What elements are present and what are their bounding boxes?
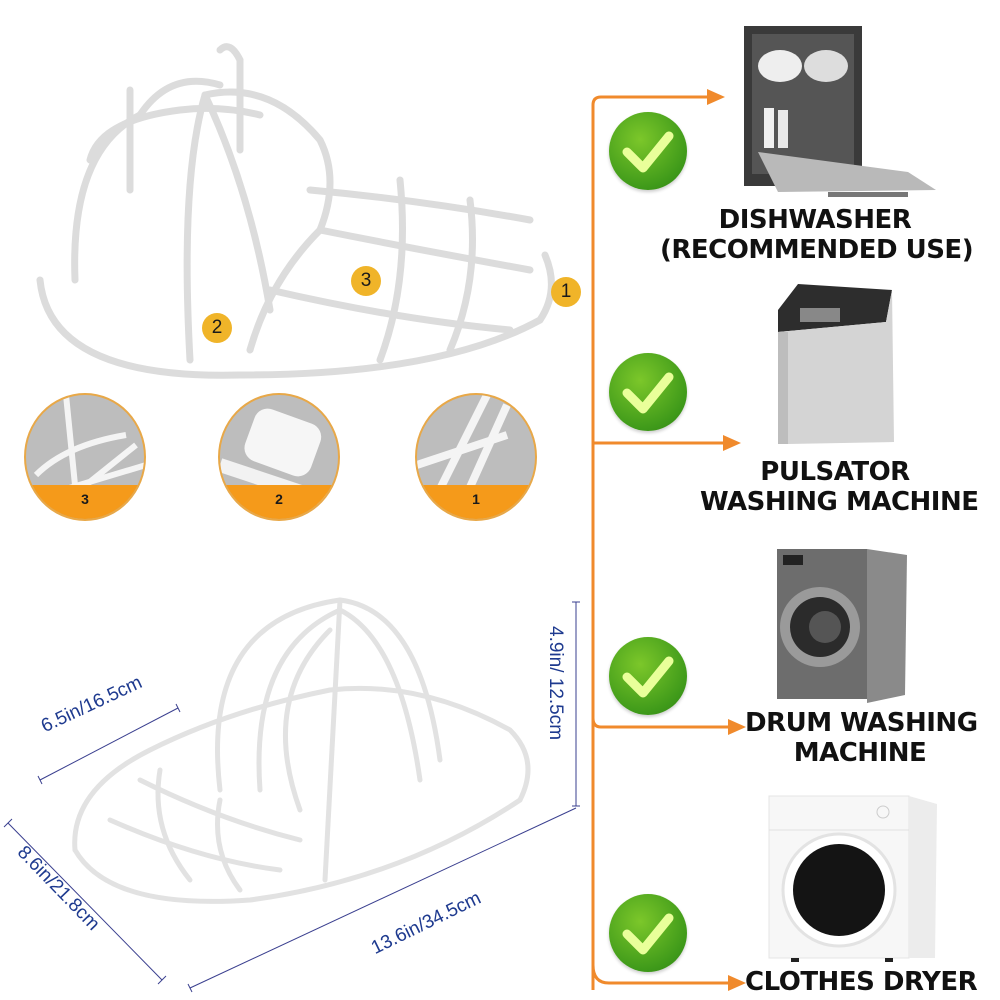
clothes-dryer-icon [768, 795, 937, 962]
front-load-washer-icon [777, 549, 907, 703]
top-load-washer-icon [778, 284, 894, 444]
label-line: DRUM WASHING [745, 708, 978, 738]
detail-view-3: 3 [24, 393, 146, 521]
detail-view-2: 2 [218, 393, 340, 521]
cap-cage-dimension-illustration [3, 597, 580, 993]
callout-badge-2: 2 [202, 313, 232, 343]
pulsator-washer-label: PULSATOR WASHING MACHINE [700, 457, 979, 517]
detail-view-1: 1 [415, 393, 537, 521]
label-line: PULSATOR [760, 457, 910, 487]
drum-washer-label: DRUM WASHING MACHINE [745, 708, 978, 768]
check-icon [609, 112, 687, 190]
label-line: DISHWASHER [718, 205, 912, 235]
dimension-height-label: 4.9in/ 12.5cm [545, 626, 566, 741]
detail-view-label: 1 [417, 485, 535, 519]
label-line: MACHINE [793, 738, 927, 768]
dishwasher-label: DISHWASHER (RECOMMENDED USE) [660, 205, 974, 265]
detail-view-label: 3 [26, 485, 144, 519]
check-icon [609, 894, 687, 972]
check-icon [609, 637, 687, 715]
callout-badge-3: 3 [351, 266, 381, 296]
clothes-dryer-label: CLOTHES DRYER [745, 967, 978, 997]
label-line: (RECOMMENDED USE) [660, 235, 974, 265]
callout-badge-1: 1 [551, 277, 581, 307]
cap-cage-top-illustration [36, 43, 555, 379]
label-line: WASHING MACHINE [700, 487, 979, 517]
detail-view-label: 2 [220, 485, 338, 519]
dishwasher-icon [744, 26, 936, 197]
label-line: CLOTHES DRYER [745, 967, 978, 997]
check-icon [609, 353, 687, 431]
compatibility-connector [591, 89, 746, 991]
